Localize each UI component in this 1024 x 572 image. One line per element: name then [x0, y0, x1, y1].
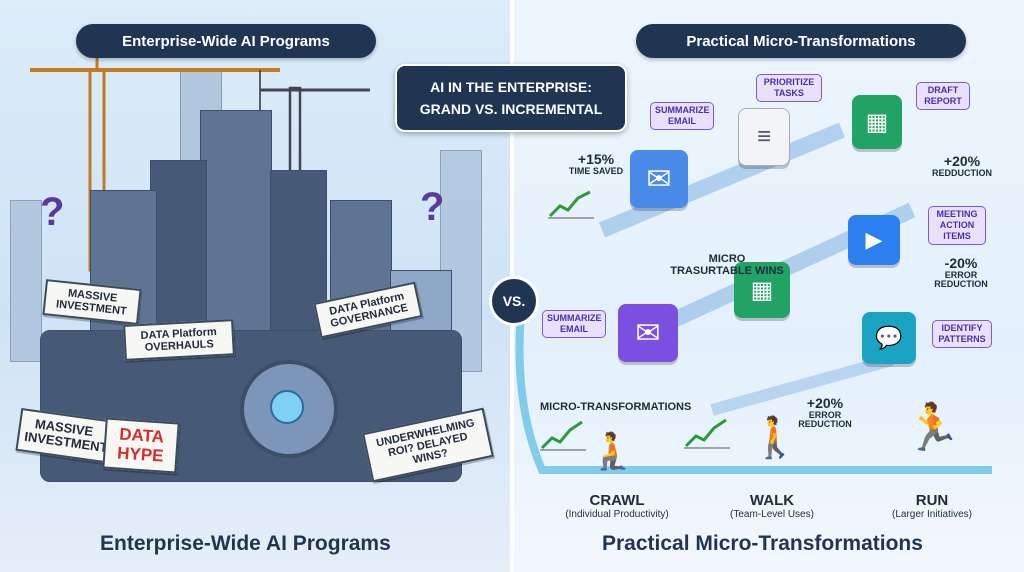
metric-label: ERROR REDUCTION: [798, 409, 852, 430]
label-summarize-email-mid: SUMMARIZE EMAIL: [542, 310, 606, 338]
metric-value: +20%: [806, 395, 844, 411]
stage-title: CRAWL: [589, 492, 645, 509]
trend-chart-icon: [548, 190, 594, 219]
walk-figure-icon: 🚶: [750, 416, 800, 460]
chat-app-icon: 💬: [862, 312, 916, 364]
metric-label: ERROR REDUCTION: [934, 269, 988, 290]
center-title-line2: GRAND VS. INCREMENTAL: [419, 101, 603, 117]
metric-label: REDDUCTION: [932, 167, 992, 178]
trend-chart-icon: [684, 418, 730, 449]
label-meeting-action-items: MEETING ACTION ITEMS: [928, 206, 986, 245]
stage-title: RUN: [915, 492, 949, 509]
micro-wins-line2: TRASURTABLE WINS: [670, 264, 784, 277]
video-app-icon: ▶: [848, 215, 900, 265]
label-prioritize-tasks: PRIORITIZE TASKS: [756, 74, 822, 102]
right-header-pill: Practical Micro-Transformations: [636, 24, 966, 58]
center-title-line1: AI IN THE ENTERPRISE:: [430, 79, 592, 95]
spreadsheet-app-icon: ▦: [734, 262, 790, 318]
label-identify-patterns: IDENTIFY PATTERNS: [932, 320, 992, 348]
label-summarize-email-top: SUMMARIZE EMAIL: [650, 102, 714, 130]
stage-title: WALK: [749, 492, 795, 509]
turbine: [240, 360, 338, 458]
metric-redduction: +20% REDDUCTION: [922, 154, 1002, 178]
bg-building: [10, 200, 42, 362]
stage-crawl: CRAWL (Individual Productivity): [552, 492, 682, 520]
stage-subtitle: (Team-Level Uses): [730, 509, 814, 520]
turbine-core: [270, 390, 304, 424]
metric-label: TIME SAVED: [568, 165, 624, 176]
spreadsheet-app-icon: ▦: [852, 95, 902, 149]
vs-badge: VS.: [489, 276, 539, 326]
metric-time-saved: +15% TIME SAVED: [556, 152, 636, 176]
question-mark-icon: ?: [40, 190, 65, 234]
trend-chart-icon: [540, 420, 586, 451]
crane-icon: [260, 86, 370, 248]
email-app-icon: ✉: [618, 304, 678, 362]
document-app-icon: ≡: [738, 108, 790, 166]
right-bottom-title: Practical Micro-Transformations: [602, 532, 923, 555]
question-mark-icon: ?: [420, 185, 445, 229]
stage-walk: WALK (Team-Level Uses): [712, 492, 832, 520]
stage-run: RUN (Larger Initiatives): [872, 492, 992, 520]
metric-value: +15%: [577, 151, 615, 167]
label-draft-report: DRAFT REPORT: [916, 82, 970, 110]
run-figure-icon: 🏃: [904, 401, 962, 453]
micro-transformations-label: MICRO-TRANSFORMATIONS: [540, 401, 692, 413]
metric-value: -20%: [944, 255, 978, 271]
crawl-figure-icon: 🧎: [590, 430, 635, 471]
stage-subtitle: (Larger Initiatives): [891, 509, 973, 520]
sign-data-hype: DATA HYPE: [102, 417, 180, 474]
center-title: AI IN THE ENTERPRISE: GRAND VS. INCREMEN…: [395, 64, 627, 132]
left-header-pill: Enterprise-Wide AI Programs: [76, 24, 376, 58]
metric-error-reduction: -20% ERROR REDUCTION: [926, 256, 996, 290]
stage-subtitle: (Individual Productivity): [565, 509, 669, 520]
email-app-icon: ✉: [630, 150, 688, 208]
metric-value: +20%: [943, 153, 981, 169]
micro-wins-line1: MICRO: [708, 253, 746, 265]
sign-data-platform-overhauls: DATA Platform OVERHAULS: [123, 319, 235, 362]
left-bottom-title: Enterprise-Wide AI Programs: [100, 532, 391, 555]
micro-wins-text: MICRO TRASURTABLE WINS: [662, 253, 792, 277]
metric-error-reduction-2: +20% ERROR REDUCTION: [790, 396, 860, 430]
